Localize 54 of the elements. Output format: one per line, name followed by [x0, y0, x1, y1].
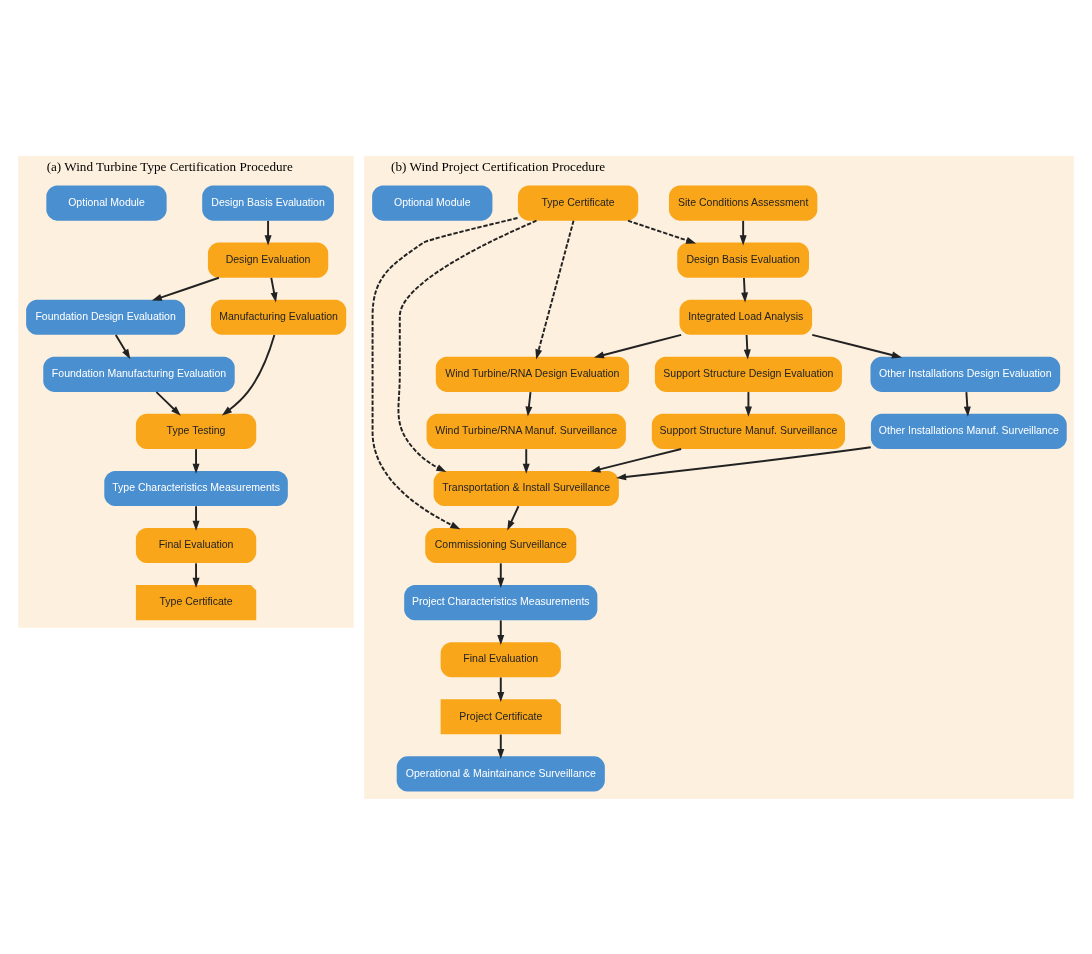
arrow [811, 333, 902, 358]
node-box: Final Evaluation [135, 527, 257, 563]
node-box: Final Evaluation [440, 641, 561, 677]
arrow [627, 219, 697, 244]
node-box: Wind Turbine/RNA Manuf. Surveillance [426, 413, 626, 449]
node-box: Optional Module [46, 185, 167, 221]
arrow [497, 676, 505, 702]
node-box: Other Installations Design Evaluation [870, 356, 1061, 392]
node-box: Type Certificate [517, 185, 639, 221]
node-box: Integrated Load Analysis [679, 299, 813, 335]
arrow [616, 445, 872, 480]
arrow [497, 561, 505, 588]
node-box: Operational & Maintainance Surveillance [396, 755, 605, 791]
node-box: Support Structure Manuf. Surveillance [651, 413, 845, 449]
arrow [264, 219, 272, 245]
arrow [743, 333, 751, 360]
arrow [151, 276, 220, 301]
node-box: Design Basis Evaluation [677, 242, 809, 278]
arrow [963, 390, 971, 417]
node-box: Manufacturing Evaluation [211, 299, 347, 335]
arrow [192, 504, 200, 531]
node-box: Foundation Manufacturing Evaluation [43, 356, 235, 392]
arrow [497, 733, 505, 759]
node-box: Foundation Design Evaluation [26, 299, 186, 335]
arrow [535, 219, 575, 359]
arrow [114, 333, 131, 359]
arrow [739, 219, 747, 245]
node-box: Transportation & Install Surveillance [433, 470, 619, 506]
arrow [525, 390, 533, 417]
arrow [507, 504, 520, 531]
arrow [744, 390, 752, 417]
node-box: Support Structure Design Evaluation [654, 356, 842, 392]
arrow [590, 447, 683, 473]
arrow [221, 333, 276, 415]
arrow [155, 390, 181, 416]
node-box: Other Installations Manuf. Surveillance [870, 413, 1067, 449]
arrow [593, 333, 683, 358]
arrow [497, 618, 505, 645]
arrow [371, 216, 519, 529]
arrow [192, 447, 200, 474]
node-box: Type Characteristics Measurements [104, 470, 288, 506]
node-box: Type Testing [135, 413, 257, 449]
node-box: Design Basis Evaluation [202, 185, 334, 221]
node-box: Optional Module [372, 185, 493, 221]
arrow [522, 447, 530, 474]
node-box: Design Evaluation [207, 242, 329, 278]
arrow [397, 219, 538, 472]
node-box: Site Conditions Assessment [668, 185, 818, 221]
node-box: Commissioning Surveillance [425, 527, 577, 563]
node-box: Project Characteristics Measurements [404, 584, 598, 620]
arrow [270, 276, 278, 302]
arrow [741, 276, 749, 302]
node-box: Wind Turbine/RNA Design Evaluation [435, 356, 629, 392]
arrow [192, 561, 200, 588]
